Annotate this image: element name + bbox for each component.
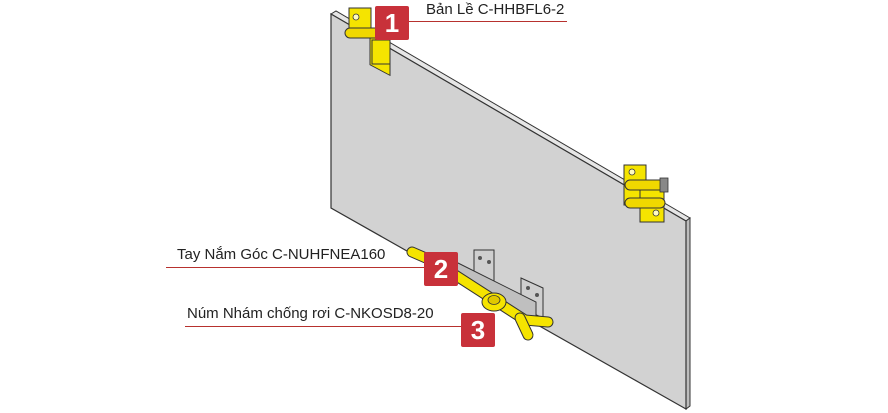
hinge-right [623,164,669,223]
callout-badge-2: 2 [424,252,458,286]
corner-handle [406,246,554,341]
glass-panel [330,12,687,411]
anti-fall-knob [481,292,507,312]
callout-rule-3 [185,326,461,327]
callout-label-3: Núm Nhám chống rơi C-NKOSD8-20 [187,305,434,322]
callout-label-2: Tay Nắm Góc C-NUHFNEA160 [177,246,386,263]
callout-label-1: Bản Lề C-HHBFL6-2 [426,1,565,18]
hinge-top [344,7,391,77]
callout-rule-2 [166,267,424,268]
callout-rule-1 [409,21,567,22]
callout-badge-3: 3 [461,313,495,347]
callout-badge-1: 1 [375,6,409,40]
